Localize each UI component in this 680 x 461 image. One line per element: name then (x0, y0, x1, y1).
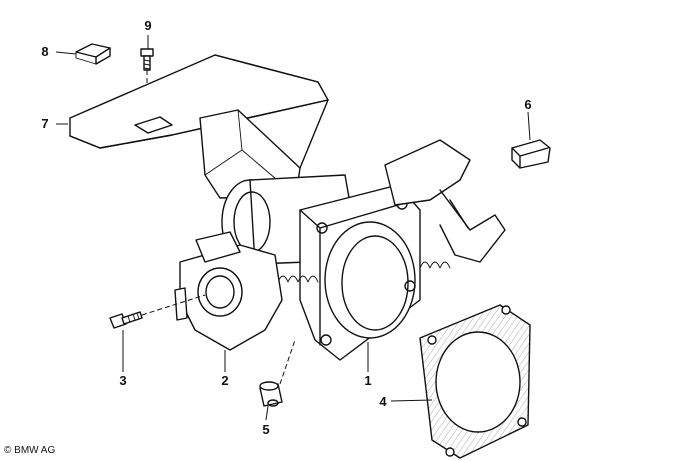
clip-part-6 (511, 139, 551, 169)
screw-part-9 (140, 48, 154, 85)
callout-1: 1 (364, 373, 372, 388)
callout-5: 5 (262, 422, 270, 437)
callout-8: 8 (41, 44, 49, 59)
cover-plate-part-7 (69, 54, 329, 199)
copyright-notice: © BMW AG (4, 445, 56, 456)
sensor-part-2 (174, 231, 283, 351)
callout-6: 6 (524, 97, 532, 112)
callout-7: 7 (41, 116, 49, 131)
screw-part-3 (109, 294, 206, 329)
callout-3: 3 (119, 373, 127, 388)
throttle-body-part-1 (221, 139, 506, 361)
callout-4: 4 (379, 394, 387, 409)
leader-lines (55, 35, 531, 421)
callout-2: 2 (221, 373, 229, 388)
callout-9: 9 (144, 18, 152, 33)
gasket-part-4 (419, 304, 531, 459)
clip-part-8 (75, 43, 111, 65)
bushing-part-5 (259, 339, 296, 407)
